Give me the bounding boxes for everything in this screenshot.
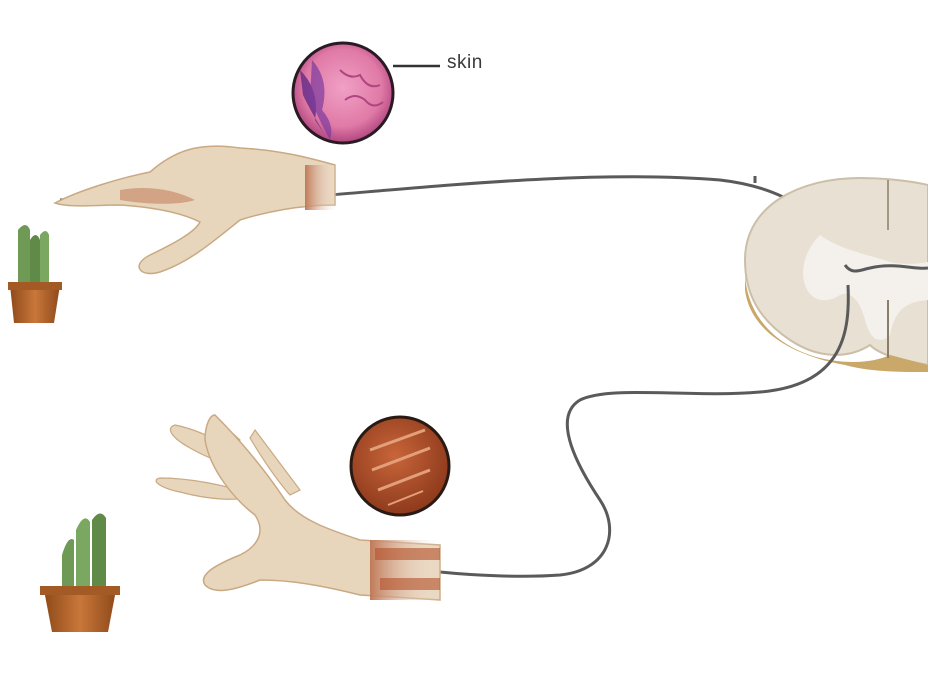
skin-label: skin [447,52,483,74]
spinal-cord-section [745,178,928,372]
skin-tissue-inset [293,43,393,143]
muscle-tissue-inset [351,417,449,515]
cactus-top [8,225,62,323]
cactus-bottom [40,513,120,632]
hand-touching-cactus [55,146,340,273]
